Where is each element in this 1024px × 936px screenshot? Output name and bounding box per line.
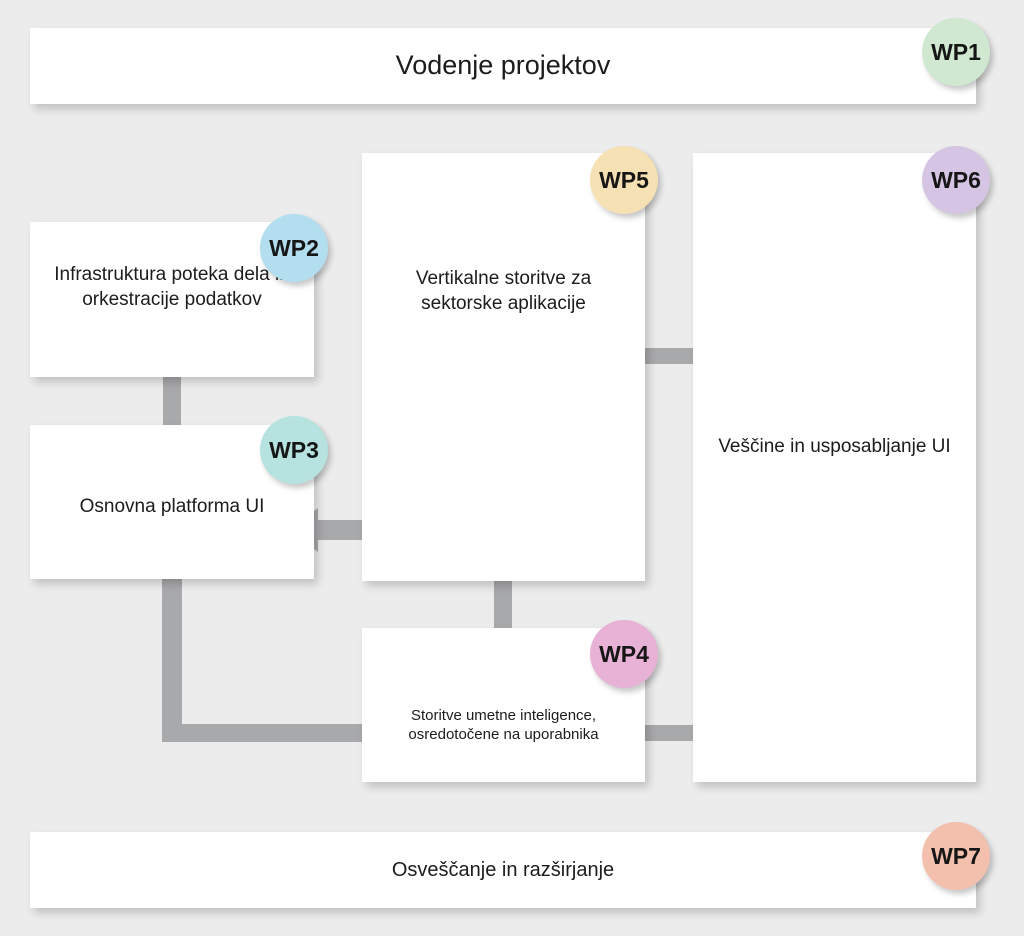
- wp1-badge: WP1: [922, 18, 990, 86]
- wp7-badge: WP7: [922, 822, 990, 890]
- arrow-wp5-wp6: [620, 338, 718, 374]
- wp4-box: Storitve umetne inteligence, osredotočen…: [362, 628, 645, 782]
- wp3-badge: WP3: [260, 416, 328, 484]
- wp6-badge: WP6: [922, 146, 990, 214]
- wp2-box: Infrastruktura poteka dela in orkestraci…: [30, 222, 314, 377]
- wp1-box: Vodenje projektov: [30, 28, 976, 104]
- wp2-badge: WP2: [260, 214, 328, 282]
- wp5-box: Vertikalne storitve za sektorske aplikac…: [362, 153, 645, 581]
- wp6-title: Veščine in usposabljanje UI: [718, 436, 951, 458]
- wp4-badge: WP4: [590, 620, 658, 688]
- arrow-wp4-wp6: [620, 715, 718, 751]
- wp5-badge: WP5: [590, 146, 658, 214]
- wp7-box: Osveščanje in razširjanje: [30, 832, 976, 908]
- wp7-title: Osveščanje in razširjanje: [391, 859, 615, 881]
- wp3-title: Osnovna platforma UI: [79, 495, 265, 517]
- wp4-title: Storitve umetne inteligence, osredotočen…: [408, 706, 599, 744]
- wp1-title: Vodenje projektov: [395, 50, 611, 81]
- wp5-title: Vertikalne storitve za sektorske aplikac…: [415, 268, 592, 314]
- wp6-box: Veščine in usposabljanje UI: [693, 153, 976, 782]
- wp2-title: Infrastruktura poteka dela in orkestraci…: [54, 263, 290, 310]
- arrow-wp3-wp4-elbow: [154, 552, 392, 754]
